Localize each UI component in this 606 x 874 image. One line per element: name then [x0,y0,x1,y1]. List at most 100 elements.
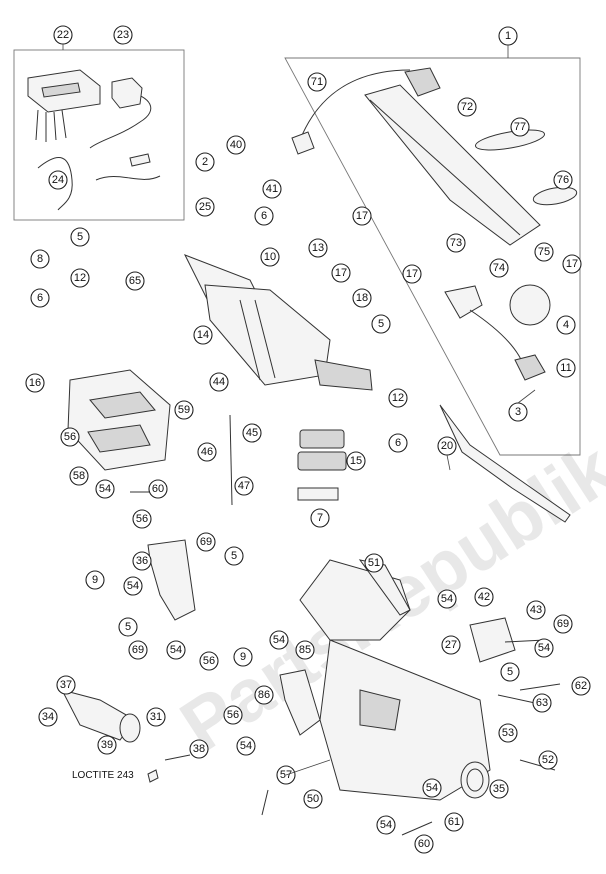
svg-text:12: 12 [392,392,404,404]
callout-11: 11 [556,358,576,378]
svg-text:1: 1 [505,30,511,42]
callout-20: 20 [437,436,457,456]
callout-63: 63 [532,693,552,713]
callout-5: 5 [70,227,90,247]
svg-text:27: 27 [445,639,457,651]
svg-text:31: 31 [150,711,162,723]
callout-13: 13 [308,238,328,258]
callout-2: 2 [195,152,215,172]
svg-text:40: 40 [230,139,242,151]
svg-text:12: 12 [74,272,86,284]
svg-text:4: 4 [563,319,569,331]
svg-text:5: 5 [507,666,513,678]
svg-text:86: 86 [258,689,270,701]
svg-text:71: 71 [311,76,323,88]
svg-text:65: 65 [129,275,141,287]
callout-69a: 69 [196,532,216,552]
callout-15: 15 [346,451,366,471]
callout-4: 4 [556,315,576,335]
callout-9: 9 [85,570,105,590]
callout-43: 43 [526,600,546,620]
svg-text:15: 15 [350,455,362,467]
callout-6b: 6 [254,206,274,226]
svg-text:3: 3 [515,406,521,418]
svg-text:73: 73 [450,237,462,249]
svg-text:62: 62 [575,680,587,692]
callout-51: 51 [364,553,384,573]
svg-text:74: 74 [493,262,505,274]
callout-54b: 54 [166,640,186,660]
callout-85: 85 [295,640,315,660]
svg-text:54: 54 [538,642,550,654]
callout-6: 6 [30,288,50,308]
svg-text:41: 41 [266,183,278,195]
callout-5e: 5 [500,662,520,682]
svg-text:10: 10 [264,251,276,263]
svg-text:75: 75 [538,246,550,258]
svg-text:6: 6 [37,292,43,304]
frame-section-50-51 [299,559,491,801]
svg-text:2: 2 [202,156,208,168]
svg-text:43: 43 [530,604,542,616]
callout-3: 3 [508,402,528,422]
svg-text:54: 54 [273,634,285,646]
svg-text:72: 72 [461,101,473,113]
svg-text:7: 7 [317,512,323,524]
callout-38: 38 [189,739,209,759]
svg-text:5: 5 [77,231,83,243]
svg-text:85: 85 [299,644,311,656]
callout-34: 34 [38,707,58,727]
callout-54h: 54 [422,778,442,798]
svg-text:56: 56 [227,709,239,721]
callout-6c: 6 [388,433,408,453]
callout-54g: 54 [534,638,554,658]
callout-5b: 5 [371,314,391,334]
callout-17d: 17 [562,254,582,274]
callout-75: 75 [534,242,554,262]
svg-text:5: 5 [125,621,131,633]
callout-54a: 54 [123,576,143,596]
svg-text:60: 60 [418,838,430,850]
callout-69c: 69 [553,614,573,634]
inset-box-22-24 [13,49,185,221]
callout-46: 46 [197,442,217,462]
callout-59: 59 [174,400,194,420]
callout-44: 44 [209,372,229,392]
svg-text:20: 20 [441,440,453,452]
svg-text:45: 45 [246,427,258,439]
cable-24 [37,153,161,211]
svg-text:56: 56 [203,655,215,667]
callout-31: 31 [146,707,166,727]
callout-40: 40 [226,135,246,155]
callout-36: 36 [132,551,152,571]
callout-12: 12 [70,268,90,288]
svg-text:76: 76 [557,174,569,186]
svg-text:58: 58 [73,470,85,482]
callout-37: 37 [56,675,76,695]
callout-56b: 56 [132,509,152,529]
svg-text:54: 54 [380,819,392,831]
callout-54c: 54 [95,479,115,499]
svg-text:5: 5 [378,318,384,330]
svg-text:60: 60 [152,483,164,495]
callout-60a: 60 [148,479,168,499]
callout-71: 71 [307,72,327,92]
callout-54d: 54 [269,630,289,650]
callout-12b: 12 [388,388,408,408]
svg-text:54: 54 [127,580,139,592]
svg-text:63: 63 [536,697,548,709]
callout-9b: 9 [233,647,253,667]
callout-86: 86 [254,685,274,705]
svg-text:35: 35 [493,783,505,795]
sub-frame-14 [183,254,373,391]
guard-59 [67,369,171,471]
svg-text:56: 56 [64,431,76,443]
svg-text:54: 54 [426,782,438,794]
svg-text:13: 13 [312,242,324,254]
bracket-36 [147,539,196,621]
svg-text:25: 25 [199,201,211,213]
svg-text:50: 50 [307,793,319,805]
svg-text:77: 77 [514,121,526,133]
svg-text:11: 11 [560,362,571,374]
callout-69b: 69 [128,640,148,660]
